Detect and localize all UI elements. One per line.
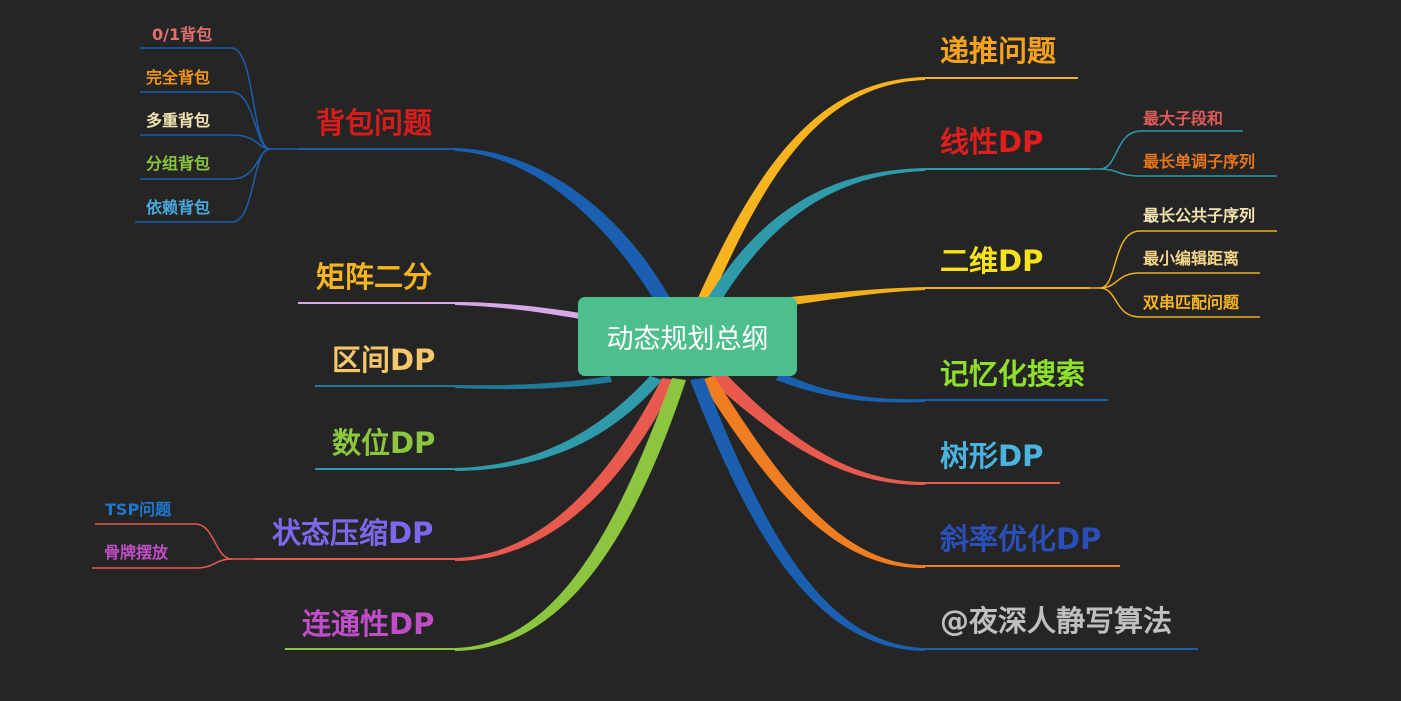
topic-digit-dp[interactable]: 数位DP	[332, 426, 436, 460]
topic-linear-dp[interactable]: 线性DP	[940, 125, 1044, 159]
topic-connectivity-dp[interactable]: 连通性DP	[302, 607, 435, 641]
subtopic-edit-distance[interactable]: 最小编辑距离	[1143, 249, 1240, 268]
branch-state-compression	[455, 378, 676, 561]
topic-state-compression-dp[interactable]: 状态压缩DP	[272, 516, 434, 550]
branch-knapsack	[455, 148, 670, 300]
topic-matrix-binary[interactable]: 矩阵二分	[316, 260, 433, 294]
topic-memo-search[interactable]: 记忆化搜索	[940, 357, 1086, 391]
branch-memo-search	[776, 372, 925, 403]
topic-slope-optimization-dp[interactable]: 斜率优化DP	[940, 522, 1102, 556]
branch-matrix-binary	[455, 302, 580, 319]
topic-recurrence[interactable]: 递推问题	[940, 34, 1057, 68]
subtopic-longest-monotonic-subsequence[interactable]: 最长单调子序列	[1143, 152, 1256, 171]
branch-slope-opt	[700, 376, 925, 569]
branch-two-dim-dp	[790, 287, 925, 305]
topic-two-dim-dp[interactable]: 二维DP	[940, 244, 1044, 278]
topic-tree-dp[interactable]: 树形DP	[940, 439, 1044, 473]
topic-knapsack[interactable]: 背包问题	[316, 106, 433, 140]
branch-interval-dp	[455, 376, 612, 390]
subtopic-01-knapsack[interactable]: 0/1背包	[152, 25, 213, 44]
branch-tree-dp	[708, 372, 925, 486]
topic-interval-dp[interactable]: 区间DP	[332, 343, 436, 377]
subtopic-multiple-knapsack[interactable]: 多重背包	[146, 111, 211, 130]
subtopic-group-knapsack[interactable]: 分组背包	[146, 154, 211, 173]
branch-signature	[690, 378, 925, 651]
topic-underlines	[255, 77, 1198, 650]
subtopic-dependent-knapsack[interactable]: 依赖背包	[146, 198, 211, 217]
branch-recurrence	[697, 77, 925, 300]
central-topic[interactable]: 动态规划总纲	[578, 297, 797, 376]
subtopic-tsp[interactable]: TSP问题	[105, 500, 172, 519]
branch-connectivity-dp	[455, 378, 686, 651]
subtopic-complete-knapsack[interactable]: 完全背包	[146, 68, 211, 87]
main-branches	[455, 77, 925, 651]
signature-text: @夜深人静写算法	[940, 604, 1173, 638]
branch-digit-dp	[455, 376, 662, 471]
subtopic-dual-string-matching[interactable]: 双串匹配问题	[1143, 293, 1240, 312]
subtopic-domino-tiling[interactable]: 骨牌摆放	[104, 543, 169, 562]
subtopic-lcs[interactable]: 最长公共子序列	[1143, 206, 1256, 225]
branch-linear-dp	[704, 168, 925, 306]
subtopic-max-subarray-sum[interactable]: 最大子段和	[1143, 109, 1224, 128]
sub-branches	[92, 47, 1277, 569]
